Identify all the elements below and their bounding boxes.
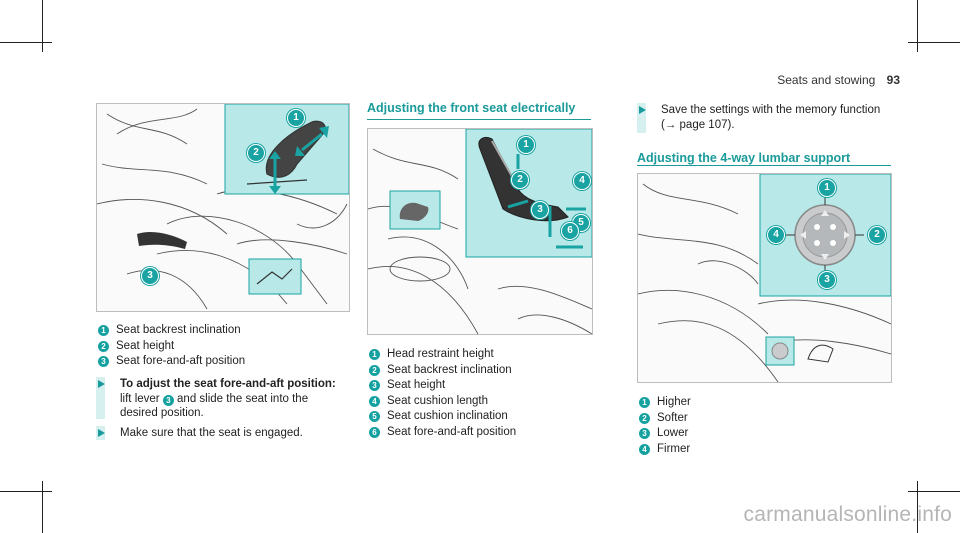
crop-mark — [0, 42, 52, 43]
item-number: 3 — [639, 428, 650, 440]
step-text: lift lever — [120, 392, 160, 405]
door-panel-illustration — [368, 129, 592, 334]
item-number: 4 — [369, 395, 380, 407]
list-item: 1 Head restraint height — [369, 347, 516, 363]
list-item: 2 Seat height — [98, 339, 245, 355]
instruction-step: Make sure that the seat is engaged. — [96, 426, 348, 441]
section-title: Seats and stowing — [777, 73, 876, 87]
list-item: 2 Seat backrest inclination — [369, 363, 516, 379]
callout-4: 4 — [573, 172, 591, 190]
list-item: 2 Softer — [639, 411, 691, 427]
item-label: Softer — [657, 411, 688, 424]
callout-6: 6 — [561, 222, 579, 240]
seat-illustration — [97, 104, 349, 310]
callout-1: 1 — [517, 136, 535, 154]
crop-mark — [0, 491, 52, 492]
figure-manual-seat: 1 2 3 — [96, 103, 350, 312]
crop-mark — [908, 491, 960, 492]
item-label: Seat height — [116, 339, 175, 352]
list-item: 4 Seat cushion length — [369, 394, 516, 410]
figure-electric-seat: 1 2 3 4 5 6 — [367, 128, 593, 335]
page-reference-link[interactable]: (→ page 107). — [661, 118, 735, 131]
list-item: 3 Lower — [639, 426, 691, 442]
section-heading: Adjusting the front seat electrically — [367, 101, 576, 115]
list-item: 1 Higher — [639, 395, 691, 411]
item-number: 2 — [98, 340, 109, 352]
item-label: Seat cushion length — [387, 394, 489, 407]
crop-mark — [42, 481, 43, 533]
item-label: Seat height — [387, 379, 446, 391]
item-label: Head restraint height — [387, 348, 494, 360]
item-label: Seat backrest inclination — [116, 324, 241, 336]
step-title: To adjust the seat fore-and-aft position… — [120, 378, 336, 390]
item-number: 4 — [639, 443, 650, 455]
page-number: 93 — [886, 73, 900, 87]
legend-list-middle: 1 Head restraint height 2 Seat backrest in… — [369, 347, 516, 440]
callout-2: 2 — [247, 144, 265, 162]
item-label: Lower — [657, 427, 689, 439]
crop-mark — [917, 0, 918, 52]
heading-rule — [367, 119, 591, 120]
item-number: 1 — [639, 397, 650, 409]
step-text: and slide the seat into the — [177, 392, 309, 405]
step-arrow-icon — [639, 106, 646, 114]
crop-mark — [917, 481, 918, 533]
item-label: Higher — [657, 396, 691, 408]
callout-3: 3 — [531, 201, 549, 219]
item-number: 3 — [369, 380, 380, 392]
heading-rule — [637, 165, 891, 166]
step-text: Make sure that the seat is engaged. — [120, 427, 303, 439]
item-label: Seat fore-and-aft position — [387, 425, 517, 438]
step-bar — [637, 103, 646, 133]
list-item: 3 Seat height — [369, 378, 516, 394]
item-label: Seat backrest inclination — [387, 363, 512, 376]
instruction-step: To adjust the seat fore-and-aft position… — [96, 377, 348, 421]
figure-lumbar-support: 1 2 3 4 — [637, 173, 892, 383]
callout-4: 4 — [767, 226, 785, 244]
callout-2: 2 — [868, 226, 886, 244]
callout-1: 1 — [287, 109, 305, 127]
list-item: 4 Firmer — [639, 442, 691, 458]
item-label: Seat fore-and-aft position — [116, 355, 246, 367]
list-item: 1 Seat backrest inclination — [98, 323, 245, 339]
crop-mark — [908, 42, 960, 43]
list-item: 3 Seat fore-and-aft position — [98, 354, 245, 370]
item-number: 5 — [369, 411, 380, 423]
item-number: 1 — [98, 325, 109, 337]
step-bar — [96, 377, 105, 419]
inline-ref: 3 — [162, 394, 174, 406]
item-number: 1 — [369, 349, 380, 361]
section-heading: Adjusting the 4-way lumbar support — [637, 151, 851, 165]
item-number: 2 — [369, 364, 380, 376]
step-arrow-icon — [98, 380, 105, 388]
callout-3: 3 — [818, 271, 836, 289]
item-label: Seat cushion inclination — [387, 410, 508, 422]
item-number: 2 — [639, 412, 650, 424]
callout-3: 3 — [141, 267, 159, 285]
step-text: Save the settings with the memory functi… — [661, 104, 881, 116]
item-label: Firmer — [657, 442, 691, 455]
item-number: 6 — [369, 426, 380, 438]
lumbar-illustration — [638, 174, 891, 382]
list-item: 6 Seat fore-and-aft position — [369, 425, 516, 441]
callout-1: 1 — [818, 179, 836, 197]
crop-mark — [42, 0, 43, 52]
list-item: 5 Seat cushion inclination — [369, 409, 516, 425]
callout-2: 2 — [511, 171, 529, 189]
instruction-step: Save the settings with the memory functi… — [637, 103, 893, 133]
step-text: desired position. — [120, 407, 204, 419]
page-header: Seats and stowing 93 — [777, 73, 900, 87]
legend-list-right: 1 Higher 2 Softer 3 Lower 4 Firmer — [639, 395, 691, 457]
watermark-text: carmanualsonline.info — [743, 503, 952, 526]
item-number: 3 — [98, 356, 109, 368]
step-arrow-icon — [98, 429, 105, 437]
